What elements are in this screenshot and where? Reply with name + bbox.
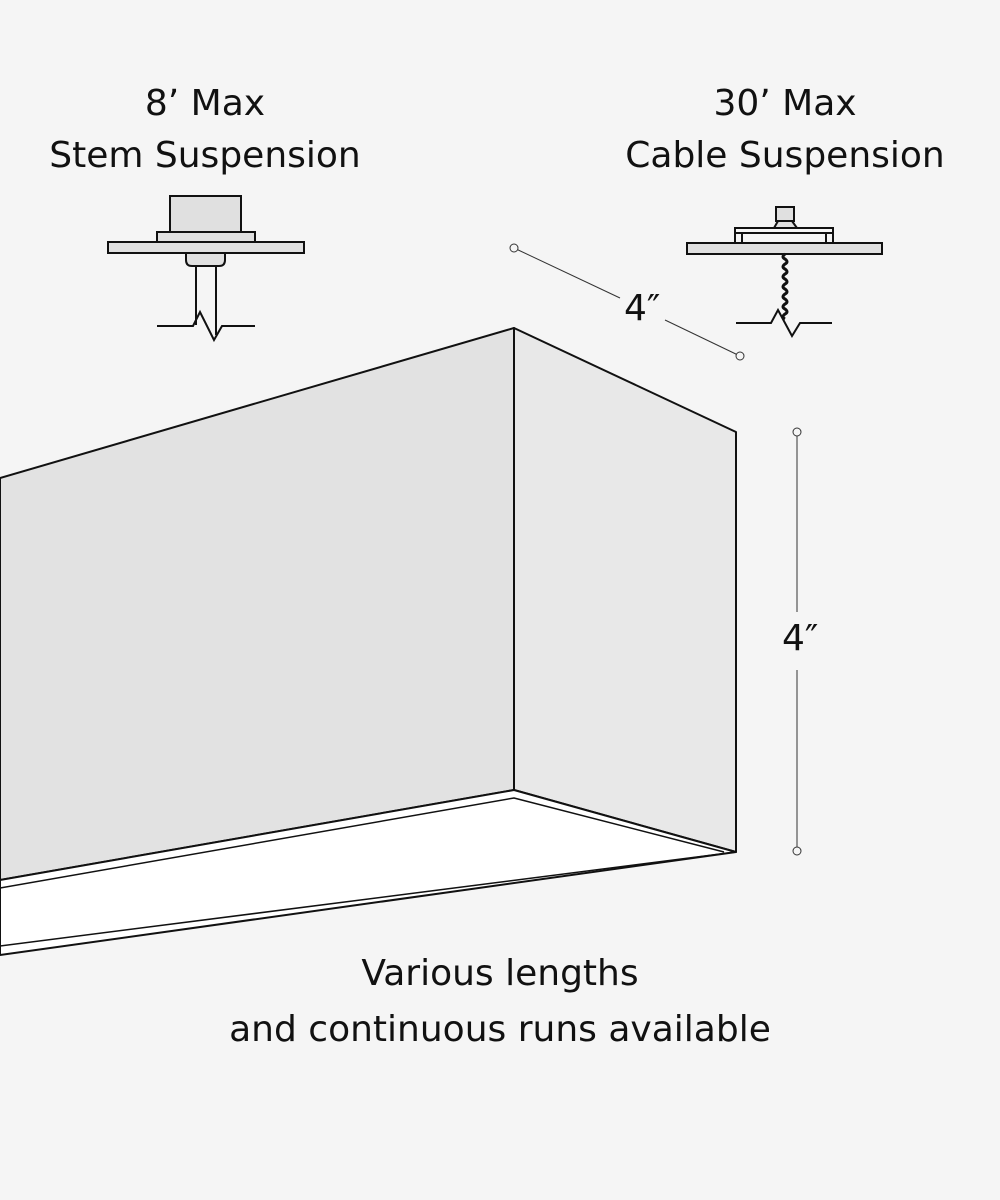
fixture-side-face bbox=[513, 327, 737, 853]
linear-fixture bbox=[0, 327, 737, 956]
height-dimension-label: 4″ bbox=[782, 618, 819, 659]
caption-line-1: Various lengths bbox=[361, 953, 639, 994]
stem-suspension-icon bbox=[107, 195, 305, 343]
width-dimension bbox=[509, 243, 745, 361]
cable-max-length: 30’ Max bbox=[713, 83, 857, 124]
cable-suspension-label: 30’ Max Cable Suspension bbox=[600, 78, 970, 182]
stem-suspension-label: 8’ Max Stem Suspension bbox=[20, 78, 390, 182]
cable-title: Cable Suspension bbox=[625, 135, 945, 176]
width-dimension-label: 4″ bbox=[624, 288, 661, 329]
stem-max-length: 8’ Max bbox=[144, 83, 266, 124]
cable-suspension-icon bbox=[686, 206, 883, 339]
lens-inner-edge bbox=[0, 797, 725, 889]
stem-title: Stem Suspension bbox=[49, 135, 361, 176]
fixture-front-face bbox=[0, 327, 515, 881]
caption: Various lengths and continuous runs avai… bbox=[150, 946, 850, 1058]
height-dimension bbox=[792, 427, 802, 856]
caption-line-2: and continuous runs available bbox=[229, 1009, 771, 1050]
lens-bottom-edge bbox=[0, 851, 737, 947]
